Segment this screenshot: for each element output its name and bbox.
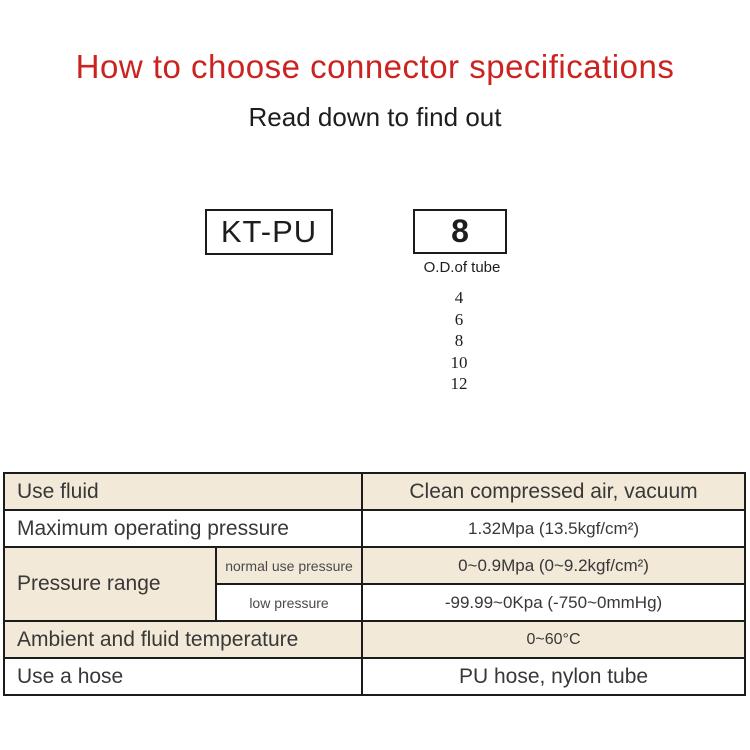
pressure-range-label: Pressure range [3,546,217,622]
tube-size-code: 8 [451,213,469,249]
normal-use-pressure-label: normal use pressure [214,546,364,585]
max-pressure-value: 1.32Mpa (13.5kgf/cm²) [361,509,747,548]
tube-size-options-list: 4 6 8 10 12 [409,287,509,395]
page-subtitle: Read down to find out [248,102,502,132]
tube-size-option: 8 [454,331,464,350]
table-row-low-pressure: low pressure -99.99~0Kpa (-750~0mmHg) [4,583,747,622]
max-pressure-label: Maximum operating pressure [2,509,364,548]
table-row-use-fluid: Use fluid Clean compressed air, vacuum [2,472,747,511]
tube-size-option: 12 [450,374,468,393]
use-fluid-label: Use fluid [2,472,364,511]
page-title: How to choose connector specifications [75,48,675,85]
table-row-max-pressure: Maximum operating pressure 1.32Mpa (13.5… [2,509,747,548]
table-row-normal-pressure: Pressure range normal use pressure 0~0.9… [3,546,747,622]
tube-size-option: 6 [454,309,464,329]
specification-table: Use fluid Clean compressed air, vacuum M… [2,472,747,696]
low-pressure-label: low pressure [214,583,364,622]
hose-value: PU hose, nylon tube [361,657,747,696]
model-series-code-box: KT-PU [205,209,333,255]
tube-size-code-box: 8 [413,209,507,254]
tube-size-option: 4 [454,288,464,307]
table-row-temperature: Ambient and fluid temperature 0~60°C [2,620,747,659]
model-series-code: KT-PU [220,214,318,249]
low-pressure-value: -99.99~0Kpa (-750~0mmHg) [361,583,747,622]
temperature-label: Ambient and fluid temperature [2,620,364,659]
normal-use-pressure-value: 0~0.9Mpa (0~9.2kgf/cm²) [361,546,747,585]
tube-size-option: 10 [450,352,468,372]
table-row-hose: Use a hose PU hose, nylon tube [2,657,747,696]
use-fluid-value: Clean compressed air, vacuum [361,472,747,511]
od-of-tube-label: O.D.of tube [423,259,501,276]
temperature-value: 0~60°C [361,620,747,659]
hose-label: Use a hose [2,657,364,696]
